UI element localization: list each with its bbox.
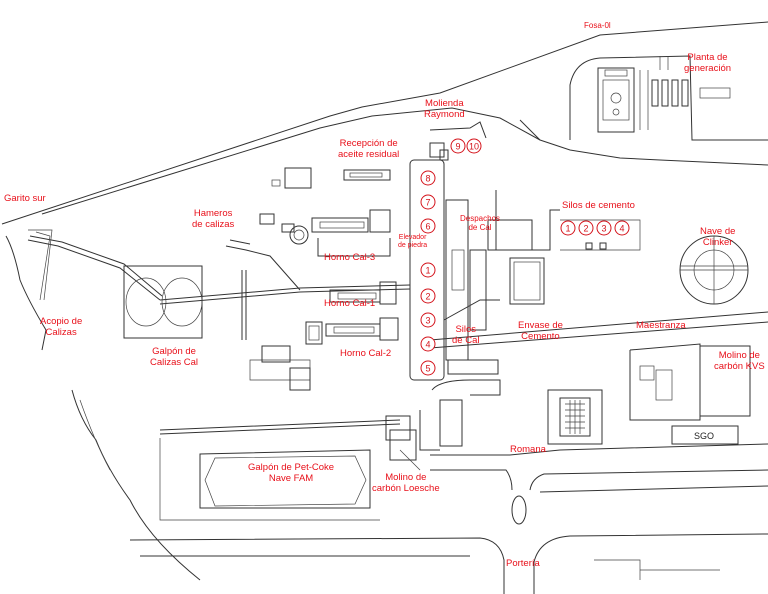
label-molino-kvs: Molino de carbón KVS bbox=[714, 350, 765, 372]
label-planta-generacion: Planta de generación bbox=[684, 52, 732, 74]
silo-cal-1: 1 bbox=[420, 262, 436, 278]
label-acopio-calizas: Acopio de Calizas bbox=[40, 316, 83, 338]
label-silos-cemento: Silos de cemento bbox=[562, 200, 635, 211]
svg-text:8: 8 bbox=[425, 174, 430, 184]
label-silos-cal: Silos de Cal bbox=[452, 324, 480, 346]
silo-raymond-9: 9 bbox=[450, 138, 466, 154]
label-horno-cal-1: Horno Cal-1 bbox=[324, 298, 376, 309]
label-envase-cemento: Envase de Cemento bbox=[518, 320, 563, 342]
horno-cal-3 bbox=[311, 217, 369, 233]
label-despachos-cal: Despachos de Cal bbox=[460, 214, 501, 232]
main-conveyor bbox=[159, 284, 411, 305]
label-horno-cal-3: Horno Cal-3 bbox=[324, 252, 376, 263]
svg-text:2: 2 bbox=[425, 292, 430, 302]
planta-enclosure bbox=[569, 55, 768, 141]
svg-text:9: 9 bbox=[455, 142, 460, 152]
silos-group: 8 7 6 1 2 3 4 5 9 10 1 2 3 4 bbox=[420, 138, 630, 376]
south-road bbox=[129, 537, 505, 594]
silo-cemento-3: 3 bbox=[596, 220, 612, 236]
label-maestranza: Maestranza bbox=[636, 320, 686, 331]
label-sgo: SGO bbox=[694, 431, 715, 441]
north-boundary bbox=[1, 21, 768, 225]
kiln-round bbox=[289, 225, 309, 245]
label-molienda-raymond: Molienda Raymond bbox=[424, 98, 465, 120]
svg-text:1: 1 bbox=[565, 224, 570, 234]
svg-text:3: 3 bbox=[425, 316, 430, 326]
planta-building bbox=[597, 67, 635, 133]
shoreline bbox=[71, 389, 201, 581]
svg-text:6: 6 bbox=[425, 222, 430, 232]
sgo-building bbox=[671, 425, 739, 445]
silo-cal-5: 5 bbox=[420, 360, 436, 376]
maestranza-building bbox=[629, 343, 701, 421]
svg-text:1: 1 bbox=[425, 266, 430, 276]
label-nave-clinker: Nave de Clinker bbox=[700, 226, 736, 248]
grid-building bbox=[559, 397, 591, 437]
silo-cemento-4: 4 bbox=[614, 220, 630, 236]
galpon-petcoke bbox=[199, 449, 371, 509]
label-garito-sur: Garito sur bbox=[4, 193, 46, 204]
petcoke-conveyor bbox=[159, 419, 401, 435]
label-molino-loesche: Molino de carbón Loesche bbox=[372, 472, 440, 494]
svg-text:5: 5 bbox=[425, 364, 430, 374]
label-hameros-calizas: Hameros de calizas bbox=[192, 208, 235, 230]
svg-text:10: 10 bbox=[469, 142, 479, 152]
silos-cal-column bbox=[409, 159, 445, 381]
label-horno-cal-2: Horno Cal-2 bbox=[340, 348, 392, 359]
label-small-note: Elevador de piedra bbox=[398, 234, 428, 249]
silo-cal-4: 4 bbox=[420, 336, 436, 352]
label-galpon-calizas: Galpón de Calizas Cal bbox=[150, 346, 199, 368]
envase-building bbox=[509, 257, 545, 305]
silo-cal-3: 3 bbox=[420, 312, 436, 328]
label-romana: Romana bbox=[510, 444, 546, 455]
label-recepcion-aceite: Recepción de aceite residual bbox=[338, 138, 400, 160]
horno-cal-2-unit bbox=[305, 321, 323, 345]
acopio-conveyor bbox=[27, 239, 161, 301]
galpon-calizas bbox=[123, 265, 203, 339]
silo-cal-2: 2 bbox=[420, 288, 436, 304]
svg-text:3: 3 bbox=[601, 224, 606, 234]
silo-raymond-10: 10 bbox=[466, 138, 482, 154]
roundabout bbox=[511, 495, 527, 525]
svg-text:2: 2 bbox=[583, 224, 588, 234]
label-galpon-petcoke: Galpón de Pet-Coke Nave FAM bbox=[248, 462, 335, 484]
silo-cal-8: 8 bbox=[420, 170, 436, 186]
inner-road-north bbox=[41, 107, 768, 215]
recepcion-building bbox=[284, 167, 312, 189]
west-boundary bbox=[5, 235, 47, 351]
svg-text:7: 7 bbox=[425, 198, 430, 208]
svg-text:4: 4 bbox=[619, 224, 624, 234]
silo-cal-7: 7 bbox=[420, 194, 436, 210]
svg-text:4: 4 bbox=[425, 340, 430, 350]
label-top-cut: Fosa-0l bbox=[584, 21, 611, 30]
label-porteria: Portería bbox=[506, 558, 540, 569]
silo-cal-6: 6 bbox=[420, 218, 436, 234]
silo-cemento-1: 1 bbox=[560, 220, 576, 236]
silo-cemento-2: 2 bbox=[578, 220, 594, 236]
